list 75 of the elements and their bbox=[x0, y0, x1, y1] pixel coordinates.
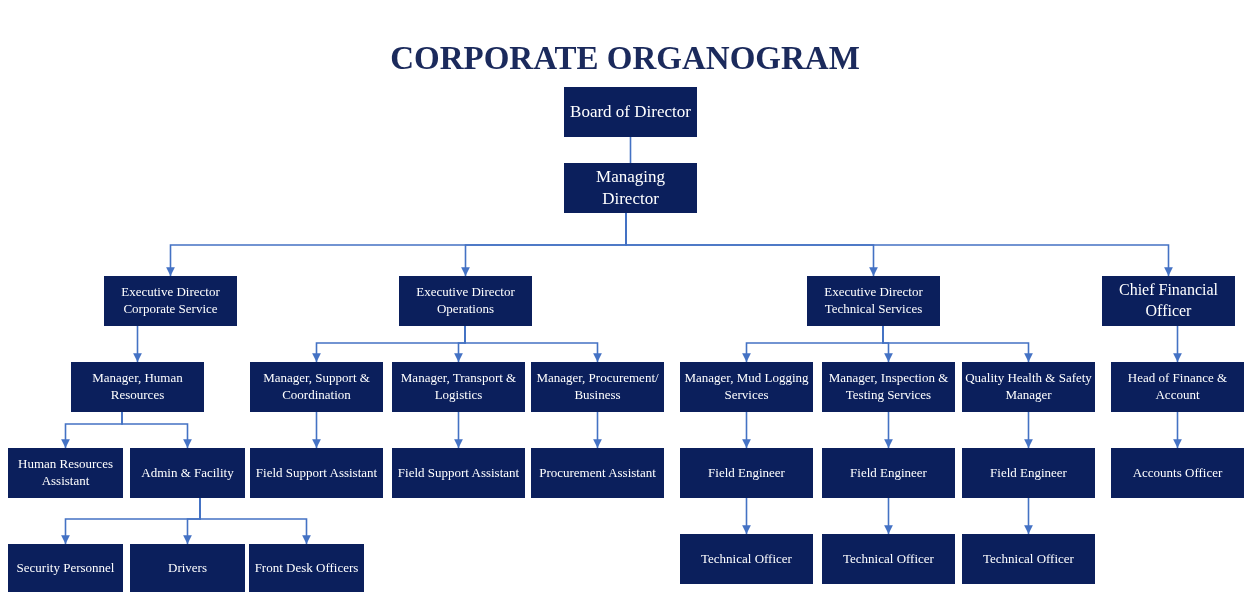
connector-arrow bbox=[121, 411, 192, 449]
role-title: Manager, Transport & Logistics bbox=[399, 370, 518, 404]
role-title: Procurement Assistant bbox=[539, 464, 656, 482]
org-box bbox=[1111, 448, 1244, 498]
connector-arrow bbox=[1173, 325, 1182, 363]
org-box bbox=[399, 276, 532, 326]
role-title: Admin & Facility bbox=[141, 464, 234, 482]
role-title: Front Desk Officers bbox=[254, 559, 359, 577]
role-title: Field Engineer bbox=[850, 464, 927, 482]
role-title: Quality Health & Safety Manager bbox=[965, 370, 1092, 404]
role-title: Technical Officer bbox=[701, 550, 792, 568]
org-box bbox=[822, 362, 955, 412]
org-box bbox=[807, 276, 940, 326]
org-box bbox=[130, 544, 245, 592]
org-box bbox=[680, 448, 813, 498]
role-title: Executive Director Technical Services bbox=[823, 284, 924, 318]
org-box bbox=[1111, 362, 1244, 412]
org-box bbox=[531, 448, 664, 498]
org-box bbox=[8, 448, 123, 498]
org-box bbox=[130, 448, 245, 498]
diagram-title: CORPORATE ORGANOGRAM bbox=[389, 40, 861, 77]
role-title: Human Resources Assistant bbox=[17, 456, 114, 490]
role-title: Field Support Assistant bbox=[255, 464, 378, 482]
connector-arrow bbox=[884, 497, 893, 535]
org-box bbox=[71, 362, 204, 412]
role-title: Manager, Inspection & Testing Services bbox=[827, 370, 950, 404]
org-box bbox=[250, 448, 383, 498]
role-title: Field Support Assistant bbox=[397, 464, 520, 482]
role-title: Accounts Officer bbox=[1132, 464, 1223, 482]
connector-arrow bbox=[464, 325, 602, 363]
role-title: Head of Finance & Account bbox=[1126, 370, 1229, 404]
role-title: Field Engineer bbox=[990, 464, 1067, 482]
connector-arrow bbox=[884, 411, 893, 449]
role-title: Managing Director bbox=[595, 165, 666, 210]
role-title: Manager, Human Resources bbox=[91, 370, 184, 404]
org-box bbox=[531, 362, 664, 412]
connector-arrow bbox=[312, 411, 321, 449]
connector-arrow bbox=[199, 497, 311, 545]
org-box bbox=[104, 276, 237, 326]
connector-arrow bbox=[742, 497, 751, 535]
role-title: Field Engineer bbox=[708, 464, 785, 482]
org-box bbox=[822, 448, 955, 498]
role-title: Manager, Mud Logging Services bbox=[683, 370, 810, 404]
org-box bbox=[564, 87, 697, 137]
role-title: Technical Officer bbox=[983, 550, 1074, 568]
connector-arrow bbox=[1173, 411, 1182, 449]
org-box bbox=[962, 448, 1095, 498]
org-box bbox=[8, 544, 123, 592]
org-box bbox=[962, 362, 1095, 412]
org-box bbox=[822, 534, 955, 584]
role-title: Drivers bbox=[168, 559, 207, 577]
connector-arrow bbox=[882, 325, 1033, 363]
role-title: Chief Financial Officer bbox=[1117, 280, 1220, 321]
org-box bbox=[392, 362, 525, 412]
connector-arrow bbox=[742, 411, 751, 449]
org-box bbox=[392, 448, 525, 498]
org-box bbox=[564, 163, 697, 213]
connector-arrow bbox=[133, 325, 142, 363]
org-box bbox=[680, 534, 813, 584]
org-box bbox=[249, 544, 364, 592]
role-title: Board of Director bbox=[570, 100, 691, 123]
connector-arrow bbox=[593, 411, 602, 449]
org-box bbox=[1102, 276, 1235, 326]
connector-arrow bbox=[454, 411, 463, 449]
role-title: Technical Officer bbox=[843, 550, 934, 568]
role-title: Executive Director Corporate Service bbox=[120, 284, 221, 318]
org-box bbox=[250, 362, 383, 412]
role-title: Manager, Support & Coordination bbox=[262, 370, 371, 404]
connector-arrow bbox=[1024, 497, 1033, 535]
connector-arrow bbox=[1024, 411, 1033, 449]
role-title: Manager, Procurement/ Business bbox=[535, 370, 660, 404]
org-box bbox=[962, 534, 1095, 584]
role-title: Executive Director Operations bbox=[415, 284, 516, 318]
role-title: Security Personnel bbox=[16, 559, 115, 577]
org-box bbox=[680, 362, 813, 412]
